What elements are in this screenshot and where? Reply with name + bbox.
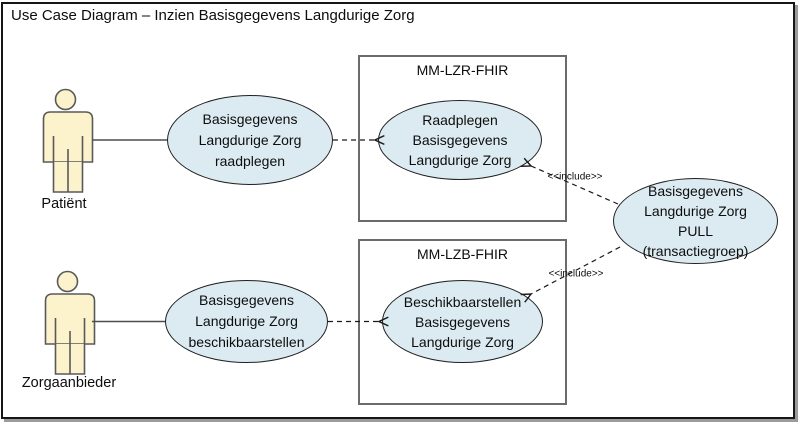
include-stereotype-bottom: <<include>> xyxy=(548,268,604,280)
usecase-text-line: Basisgegevens xyxy=(202,110,298,127)
usecase-text-line: Langdurige Zorg xyxy=(408,152,512,168)
usecase-basisgegevens-beschikbaarstellen: Basisgegevens Langdurige Zorg beschikbaa… xyxy=(165,280,328,363)
usecase-beschikbaarstellen-basisgegevens: Beschikbaarstellen Basisgegevens Langdur… xyxy=(382,280,543,363)
include-stereotype-top: <<include>> xyxy=(547,171,603,183)
usecase-text-line: raadplegen xyxy=(214,152,286,169)
usecase-basisgegevens-raadplegen: Basisgegevens Langdurige Zorg raadplegen xyxy=(167,95,333,185)
usecase-text-line: Basisgegevens xyxy=(415,313,510,330)
usecase-text-line: Langdurige Zorg xyxy=(198,131,302,148)
system-boundary-label: MM-LZB-FHIR xyxy=(417,246,508,262)
usecase-text-line: PULL xyxy=(677,223,714,239)
system-boundary-label: MM-LZR-FHIR xyxy=(416,62,509,78)
usecase-raadplegen-basisgegevens: Raadplegen Basisgegevens Langdurige Zorg xyxy=(378,100,542,180)
usecase-text-line: Basisgegevens xyxy=(648,183,743,199)
usecase-text-line: Basisgegevens xyxy=(199,292,294,308)
usecase-text-line: Basisgegevens xyxy=(412,132,508,148)
usecase-text-line: (transactiegroep) xyxy=(642,243,749,259)
usecase-text-line: Langdurige Zorg xyxy=(411,333,514,350)
usecase-text-line: Langdurige Zorg xyxy=(195,313,298,329)
actor-zorgaanbieder-icon xyxy=(44,270,96,375)
diagram-title: Use Case Diagram – Inzien Basisgegevens … xyxy=(11,7,415,24)
usecase-pull-transactiegroep: Basisgegevens Langdurige Zorg PULL (tran… xyxy=(613,178,778,264)
usecase-text-line: Beschikbaarstellen xyxy=(403,293,522,310)
actor-zorgaanbieder-label: Zorgaanbieder xyxy=(21,375,117,391)
usecase-text-line: beschikbaarstellen xyxy=(188,334,305,350)
usecase-text-line: Raadplegen xyxy=(422,112,498,128)
actor-patient-icon xyxy=(42,88,94,193)
actor-patient-label: Patiënt xyxy=(41,196,87,212)
usecase-text-line: Langdurige Zorg xyxy=(644,203,747,219)
